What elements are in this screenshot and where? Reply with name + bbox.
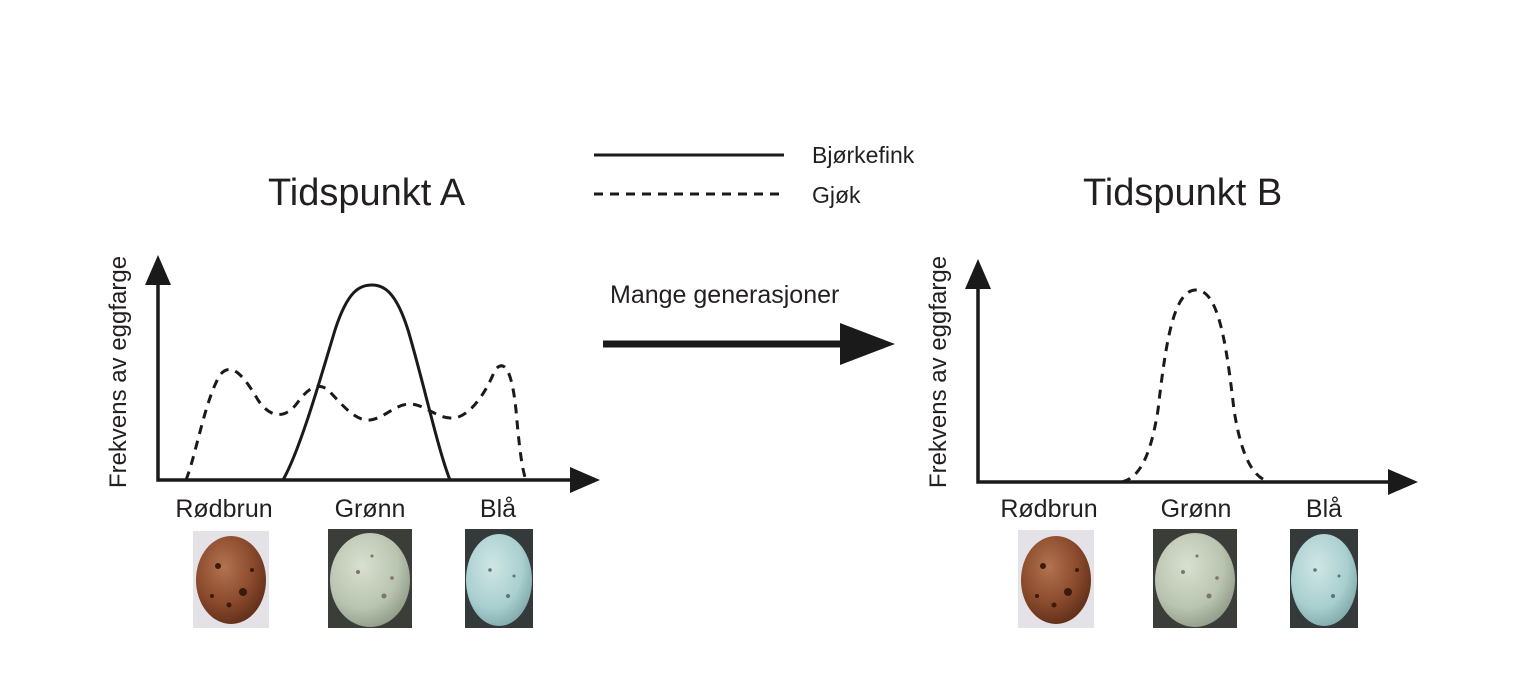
legend: Bjørkefink Gjøk: [594, 142, 915, 208]
panel-a: Tidspunkt A Frekvens av eggfarge Rødbrun…: [105, 172, 600, 628]
panel-a-egg-gronn: [328, 529, 412, 628]
panel-a-egg-rodbrun: [193, 531, 269, 628]
panel-b-category-bla: Blå: [1306, 495, 1342, 523]
panel-a-title: Tidspunkt A: [268, 172, 466, 214]
legend-solid-label: Bjørkefink: [812, 142, 915, 168]
panel-a-bjorkefink-curve: [281, 283, 452, 481]
panel-b-y-axis-label: Frekvens av eggfarge: [925, 256, 952, 488]
arrow-head: [840, 323, 895, 365]
panel-a-x-arrowhead: [570, 467, 600, 493]
panel-b-category-rodbrun: Rødbrun: [1000, 495, 1097, 523]
panel-b-egg-rodbrun: [1018, 530, 1094, 628]
panel-a-gjok-curve: [184, 364, 528, 481]
panel-a-y-axis-label: Frekvens av eggfarge: [105, 256, 132, 488]
panel-b-egg-bla: [1290, 529, 1358, 628]
panel-a-y-arrowhead: [145, 255, 171, 285]
panel-b-title: Tidspunkt B: [1083, 172, 1282, 214]
panel-b-axes: [976, 287, 1393, 484]
panel-b-egg-gronn: [1153, 529, 1237, 628]
arrow-label: Mange generasjoner: [610, 281, 839, 309]
panel-b-y-arrowhead: [965, 259, 991, 289]
panel-b: Tidspunkt B Frekvens av eggfarge Rødbrun…: [925, 172, 1418, 628]
generations-arrow: Mange generasjoner: [603, 281, 895, 365]
panel-b-x-arrowhead: [1388, 469, 1418, 495]
panel-b-category-gronn: Grønn: [1161, 495, 1232, 523]
panel-a-egg-bla: [465, 529, 533, 628]
panel-b-gjok-curve: [1121, 288, 1271, 484]
legend-dashed-label: Gjøk: [812, 182, 861, 208]
panel-a-category-gronn: Grønn: [335, 495, 406, 523]
panel-a-axes: [156, 282, 575, 482]
panel-a-category-bla: Blå: [480, 495, 516, 523]
panel-a-category-rodbrun: Rødbrun: [175, 495, 272, 523]
